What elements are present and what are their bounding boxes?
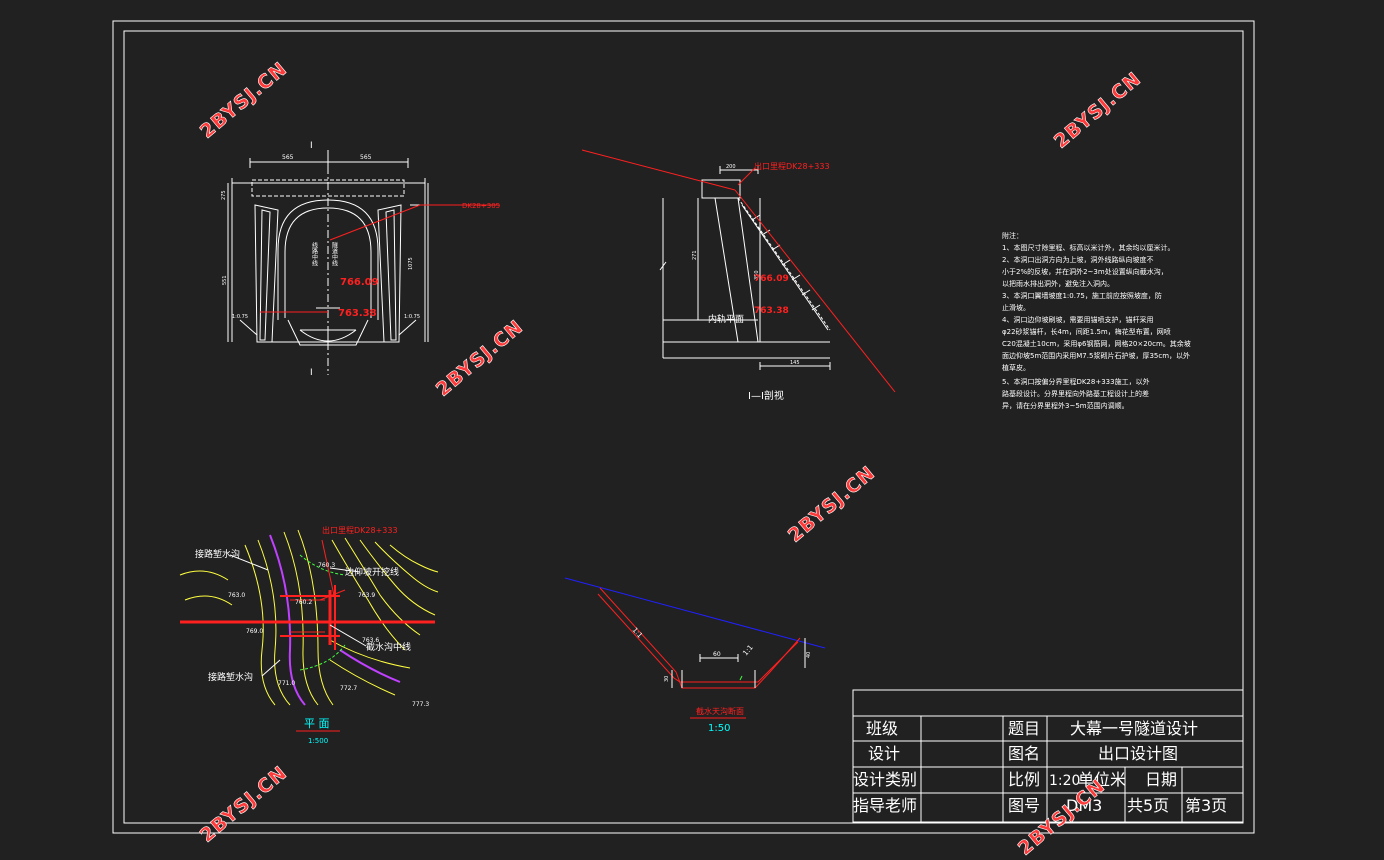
plan-elev-label: 777.3 [412,701,429,708]
notes-line: 植草皮。 [1002,363,1030,372]
section-view: 271 350 200 145 [659,164,831,370]
tb-value-title: 大幕一号隧道设计 [1070,719,1198,738]
front-view: I I 565 565 275 551 1075 1:0.75 1:0.75 [221,141,460,378]
notes-line: 1、本图尺寸除里程、标高以米计外，其余均以厘米计。 [1002,243,1174,252]
section-mark-bottom: I [310,368,313,378]
notes-line: 止滑坡。 [1002,303,1030,312]
ditch-dim-right: 40 [806,652,812,658]
inner-frame [123,30,1244,824]
plan-elev-labels: 763.0 760.3 760.2 763.9 763.6 769.0 771.… [228,562,429,708]
front-station-label: DK28+305 [462,202,500,210]
plan-excavation-label: 边仰坡开挖线 [345,566,399,578]
plan-ditch-top-label: 接路堑水沟 [195,548,240,560]
tb-label-drawing-name: 图名 [1008,744,1040,763]
plan-elev-label: 760.3 [318,562,335,569]
front-width-right: 565 [360,154,372,161]
tb-label-drawing-no: 图号 [1008,796,1040,815]
ditch-section [564,577,826,689]
notes-line: 异，请在分界里程外3~5m范围内调顺。 [1002,401,1129,410]
plan-contours [179,529,439,706]
front-centerline-right: 隧道中线 [331,241,338,266]
section-elev-2: 763.38 [754,306,789,316]
plan-title: 平 面 [304,717,330,730]
section-dim-v2: 350 [754,270,760,280]
notes-line: 2、本洞口出洞方向为上坡，洞外线路纵向坡度不 [1002,255,1153,264]
front-dim-right: 1075 [408,257,414,270]
section-station-label: 出口里程DK28+333 [754,161,830,171]
notes-line: φ22砂浆锚杆，长4m，间距1.5m，梅花型布置，网喷 [1002,327,1171,336]
plan-elev-label: 763.9 [358,592,375,599]
ditch-dim-left: 30 [664,676,670,682]
section-mark-top: I [310,141,313,151]
tb-value-drawing-no: DM3 [1066,796,1102,815]
plan-elev-label: 763.0 [228,592,245,599]
tb-value-total-pages: 共5页 [1127,796,1169,815]
front-dim-top: 275 [221,190,227,200]
plan-elev-label: 763.6 [362,637,379,644]
plan-station-label: 出口里程DK28+333 [322,525,398,535]
tb-label-advisor: 指导老师 [853,796,917,815]
front-view-red [260,204,500,313]
section-dim-bottom: 145 [790,360,800,366]
plan-elev-label: 760.2 [295,599,312,606]
plan-red-features [180,539,435,650]
front-slope-right: 1:0.75 [404,314,420,320]
section-elev-1: 766.09 [754,274,789,284]
outer-frame [112,20,1255,834]
ditch-title: 截水天沟断面 [696,706,744,716]
tb-value-scale: 1:20 [1049,773,1080,789]
plan-ditch-bottom-label: 接路堑水沟 [208,671,253,683]
plan-elev-label: 769.0 [246,628,263,635]
plan-centerline-label: 截水沟中线 [366,641,411,653]
notes-line: 路基段设计。分界里程向外路基工程设计上的差 [1002,389,1149,398]
title-block [852,689,1244,823]
front-slope-left: 1:0.75 [232,314,248,320]
ditch-slope-right: 1:1 [741,644,754,658]
front-dim-left: 551 [222,275,228,285]
notes-line: 5、本洞口按偏分界里程DK28+333施工，以外 [1002,377,1150,386]
notes-block: 附注： 1、本图尺寸除里程、标高以米计外，其余均以厘米计。 2、本洞口出洞方向为… [1002,231,1191,410]
notes-line: 小于2%的反坡，并在洞外2~3m处设置纵向截水沟， [1002,267,1168,276]
ditch-scale: 1:50 [708,723,730,734]
notes-line: 4、洞口边仰坡刷坡，需要用锚喷支护，锚杆采用 [1002,315,1153,324]
section-dim-v1: 271 [692,250,698,260]
tb-value-drawing-name: 出口设计图 [1098,744,1178,763]
front-elev-1: 766.09 [340,277,379,288]
tb-label-design: 设计 [868,744,900,763]
front-centerline-left: 线路中线 [311,241,318,266]
section-view-red [581,149,896,393]
notes-line: C20混凝土10cm，采用φ6钢筋网，网格20×20cm。其余坡 [1002,339,1191,348]
section-dim-top: 200 [726,164,736,170]
tb-label-class: 班级 [866,719,898,738]
ditch-bottom-width: 60 [713,651,721,658]
tb-value-unit: 单位米 [1078,770,1126,789]
notes-line: 面边仰坡5m范围内采用M7.5浆砌片石护坡，厚35cm，以外 [1002,351,1190,360]
notes-line: 以把雨水排出洞外，避免注入洞内。 [1002,279,1114,288]
tb-label-title: 题目 [1008,719,1040,738]
plan-scale: 1:500 [308,737,328,745]
notes-line: 3、本洞口翼墙坡度1:0.75，施工前应按照坡度，防 [1002,291,1162,300]
plan-elev-label: 772.7 [340,685,357,692]
front-elev-2: 763.38 [338,308,377,319]
tb-value-date: 日期 [1145,770,1177,789]
tb-value-page: 第3页 [1185,796,1227,815]
notes-heading: 附注： [1002,231,1023,240]
plan-elev-label: 771.0 [278,680,295,687]
plan-leaders [229,554,367,677]
tb-label-scale: 比例 [1008,770,1040,789]
title-block-text: 班级 设计 设计类别 指导老师 题目 图名 比例 图号 大幕一号隧道设计 出口设… [853,719,1227,815]
section-inner-rail-label: 内轨平面 [708,313,744,325]
ditch-slope-left: 1:1 [631,626,644,640]
tb-label-design-type: 设计类别 [853,770,917,789]
front-width-left: 565 [282,154,294,161]
section-title: I—I剖视 [748,389,784,402]
